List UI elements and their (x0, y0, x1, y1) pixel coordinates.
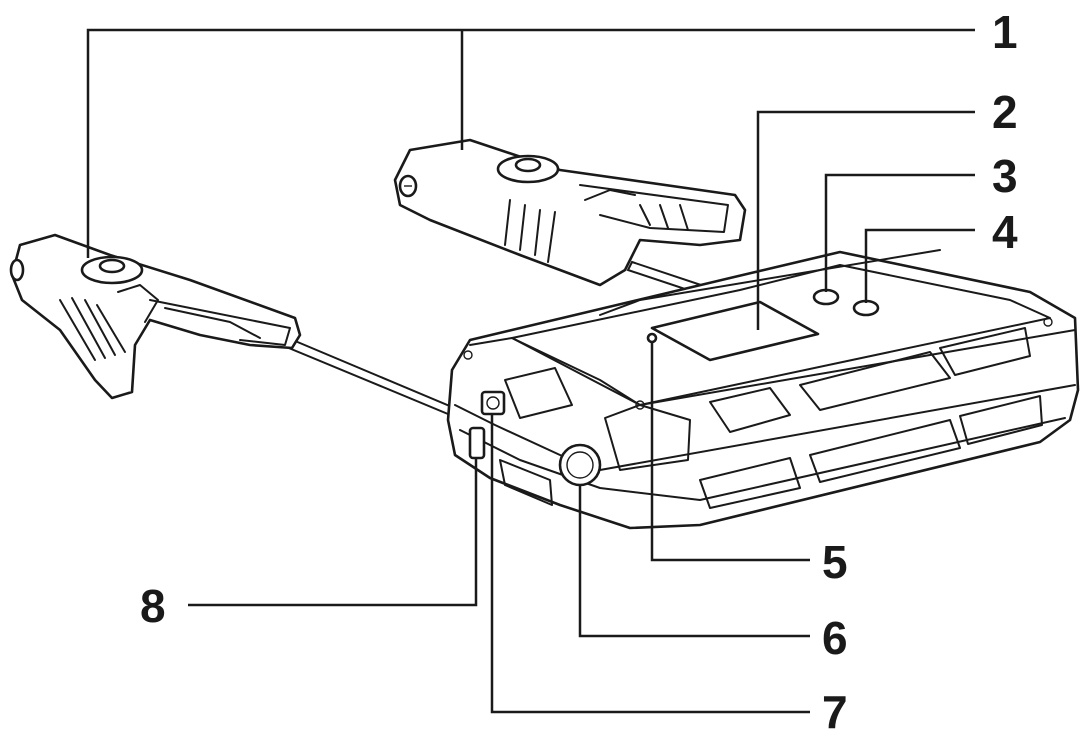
button-right (852, 299, 880, 317)
callout-labels: 1 2 3 4 5 6 7 8 (140, 6, 1018, 734)
display-window (650, 300, 820, 362)
leader-7 (490, 414, 810, 714)
callout-3: 3 (992, 150, 1018, 202)
leader-2 (756, 110, 975, 330)
round-port (558, 443, 602, 487)
callout-8: 8 (140, 580, 166, 632)
leader-4 (864, 228, 975, 303)
side-port (468, 426, 486, 460)
callout-7: 7 (822, 686, 848, 734)
right-clamp (393, 138, 747, 287)
leader-8 (188, 458, 478, 607)
callout-6: 6 (822, 612, 848, 664)
leader-5 (650, 342, 810, 562)
leader-1a (86, 28, 975, 258)
button-left (812, 288, 840, 306)
leader-lines (86, 28, 975, 714)
leader-3 (824, 173, 975, 292)
callout-2: 2 (992, 86, 1018, 138)
callout-4: 4 (992, 206, 1018, 258)
left-clamp (9, 233, 302, 400)
left-cable (282, 336, 454, 416)
callout-5: 5 (822, 536, 848, 588)
indicator-hole (646, 332, 658, 344)
leader-6 (578, 485, 810, 638)
square-port (480, 390, 506, 416)
power-bank-body (446, 249, 1080, 530)
callout-1: 1 (992, 6, 1018, 58)
